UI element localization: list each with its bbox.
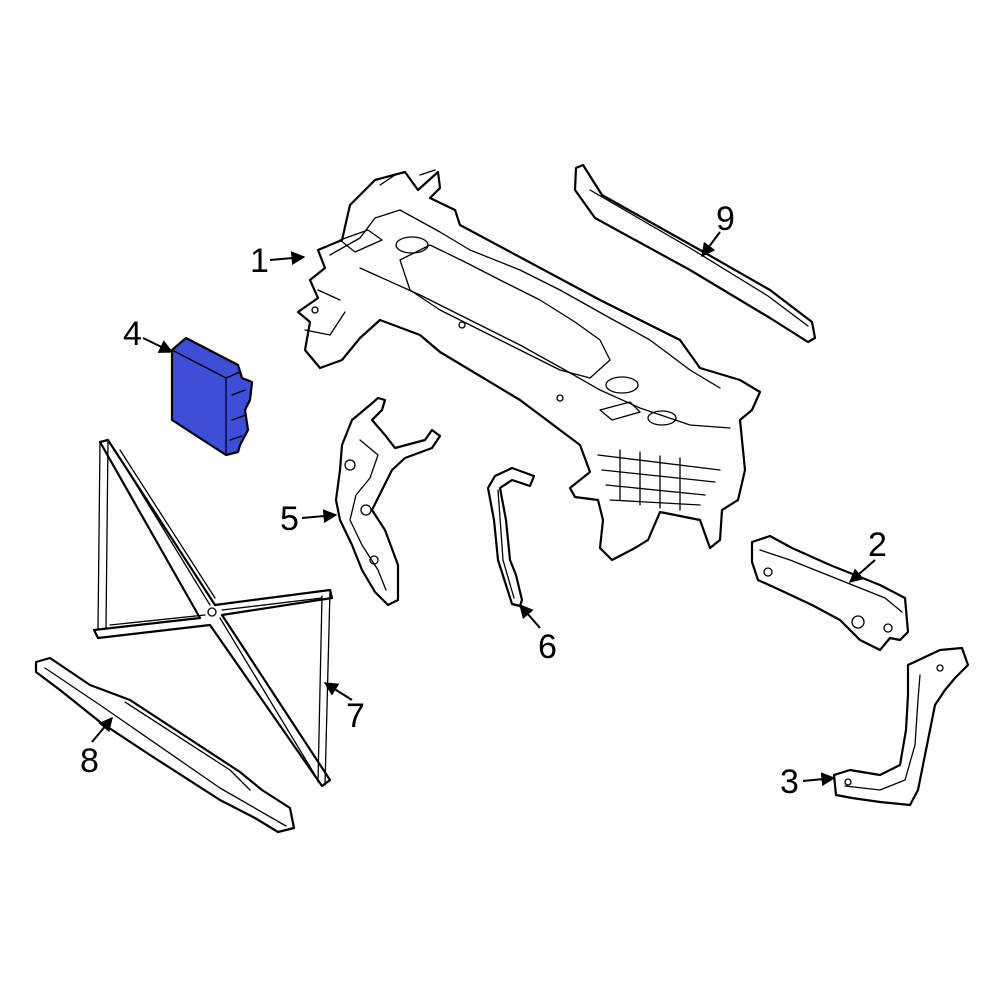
callout-label-3: 3 xyxy=(780,763,799,801)
part-2-side-member[interactable] xyxy=(750,534,910,652)
callout-2: 2 xyxy=(848,526,887,583)
part-3-lower-bracket[interactable] xyxy=(832,646,970,807)
callout-3: 3 xyxy=(780,763,836,801)
callout-label-5: 5 xyxy=(280,500,299,538)
callout-label-6: 6 xyxy=(538,628,557,666)
callout-1: 1 xyxy=(250,242,306,280)
callout-6: 6 xyxy=(519,603,557,666)
part-7-x-brace[interactable] xyxy=(92,438,334,788)
callout-label-4: 4 xyxy=(123,315,142,353)
part-5-bracket[interactable] xyxy=(334,396,442,607)
part-6-strut[interactable] xyxy=(486,466,536,608)
callout-7: 7 xyxy=(323,682,365,735)
part-8-lower-bar[interactable] xyxy=(34,656,296,834)
part-1-dash-panel[interactable] xyxy=(296,169,762,562)
callout-label-7: 7 xyxy=(346,697,365,735)
callout-8: 8 xyxy=(80,716,113,780)
callout-9: 9 xyxy=(701,200,735,258)
callout-label-9: 9 xyxy=(716,200,735,238)
callout-label-1: 1 xyxy=(250,242,269,280)
callout-label-2: 2 xyxy=(868,526,887,564)
callout-4: 4 xyxy=(123,315,174,353)
part-9-upper-bar[interactable] xyxy=(573,163,817,344)
callout-5: 5 xyxy=(280,500,338,538)
callout-label-8: 8 xyxy=(80,742,99,780)
part-4-control-module[interactable] xyxy=(170,336,254,457)
